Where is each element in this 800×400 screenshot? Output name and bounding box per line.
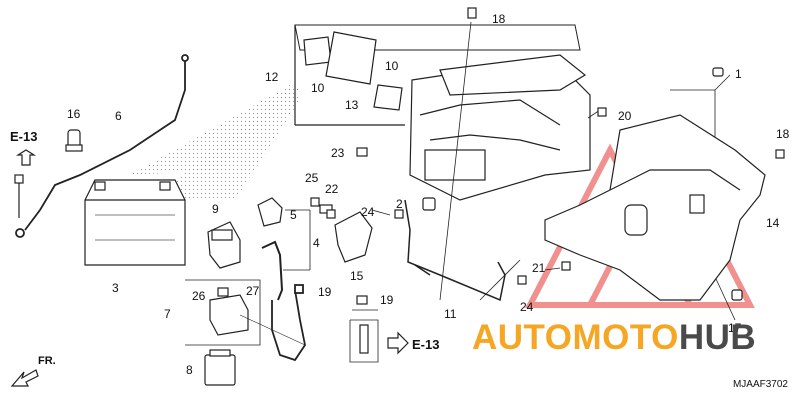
terminal-4 xyxy=(261,209,311,301)
ref-e13-left: E-13 xyxy=(10,129,38,144)
callout-23: 23 xyxy=(331,146,345,160)
callout-22: 22 xyxy=(325,182,339,196)
part-code: MJAAF3702 xyxy=(732,379,788,390)
bracket-15 xyxy=(319,204,373,263)
relay-8 xyxy=(204,349,236,386)
cards xyxy=(303,31,403,111)
connector-19b xyxy=(349,295,379,363)
callout-26: 26 xyxy=(192,289,206,303)
callout-21: 21 xyxy=(532,261,546,275)
ref-e13-right: E-13 xyxy=(412,337,440,352)
callout-16: 16 xyxy=(67,107,81,121)
bolt-left xyxy=(14,174,24,218)
callout-10a: 10 xyxy=(311,81,325,95)
fuse-box-7 xyxy=(185,279,306,346)
arrow-up-left xyxy=(15,149,37,166)
callout-27: 27 xyxy=(246,284,260,298)
callout-10b: 10 xyxy=(385,59,399,73)
callout-18b: 18 xyxy=(776,127,790,141)
watermark-text: AUTOMOTOHUB xyxy=(472,318,756,358)
callout-15: 15 xyxy=(350,269,364,283)
callout-18a: 18 xyxy=(492,12,506,26)
right-tray xyxy=(544,114,766,301)
callout-7: 7 xyxy=(164,307,171,321)
dotted-field-right xyxy=(150,88,300,200)
bolts-right xyxy=(310,7,785,301)
cable-19 xyxy=(271,284,306,362)
stay-11 xyxy=(404,199,506,302)
callout-14: 14 xyxy=(766,216,780,230)
watermark-part1: AUTOMOTO xyxy=(472,318,679,357)
battery-cable xyxy=(15,54,189,238)
callout-25: 25 xyxy=(305,171,319,185)
callout-11: 11 xyxy=(444,307,457,321)
callout-19a: 19 xyxy=(318,285,332,299)
callout-2: 2 xyxy=(396,197,403,211)
battery xyxy=(84,179,186,266)
clip-16 xyxy=(65,129,83,152)
cover-5 xyxy=(257,197,283,227)
callout-24a: 24 xyxy=(361,205,375,219)
watermark-part2: HUB xyxy=(678,318,757,357)
callout-4: 4 xyxy=(313,236,320,250)
callout-13: 13 xyxy=(345,98,359,112)
relay-9 xyxy=(207,221,241,269)
dotted-field-left xyxy=(130,85,300,175)
callout-6: 6 xyxy=(115,109,122,123)
arrow-right xyxy=(387,331,409,355)
leader-lines xyxy=(352,21,736,321)
fr-arrow xyxy=(10,369,39,387)
callout-3: 3 xyxy=(112,281,119,295)
callout-20: 20 xyxy=(618,109,632,123)
callout-24b: 24 xyxy=(520,300,534,314)
callout-8: 8 xyxy=(186,363,193,377)
callout-9: 9 xyxy=(212,202,219,216)
callout-19b: 19 xyxy=(380,293,394,307)
part-2 xyxy=(422,197,436,211)
callout-1: 1 xyxy=(735,67,742,81)
callout-12: 12 xyxy=(265,70,279,84)
direction-label: FR. xyxy=(38,355,56,367)
callout-17: 17 xyxy=(728,321,742,335)
callout-5: 5 xyxy=(290,208,297,222)
